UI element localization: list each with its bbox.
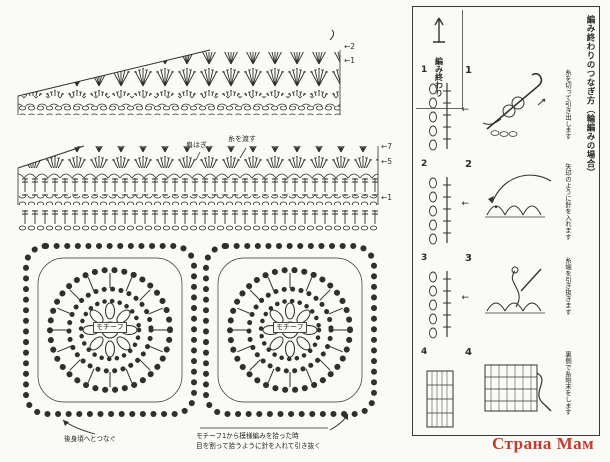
- shoulder-seam-note: 肩はぎ: [186, 141, 207, 149]
- step-caption: 裏側で糸始末をします: [564, 351, 572, 415]
- panel-title: 編み終わりのつなぎ方（輪編みの場合）: [585, 15, 595, 177]
- finish-stitch-icon: [433, 17, 445, 43]
- thread-pull-illustration: [479, 261, 559, 327]
- crochet-charts-graphic: [17, 29, 379, 435]
- arrow-left-icon: ←: [461, 105, 469, 115]
- arrow-left-icon: ←: [381, 157, 388, 166]
- stitch-legend: 編み終わり: [416, 10, 463, 109]
- step-number: 1: [421, 65, 428, 75]
- legend-label: 編み終わり: [434, 57, 444, 97]
- mini-chart-step4: 4: [419, 347, 461, 441]
- swatch-diagram: [423, 359, 457, 439]
- step-number: 3: [421, 253, 428, 263]
- arrow-left-icon: ←: [344, 42, 351, 51]
- pickup-note-line1: モチーフ1から模様編みを拾った時: [196, 432, 299, 440]
- row-number: 2: [350, 42, 356, 51]
- mini-chart-step1: 1 ←: [419, 65, 469, 159]
- instruction-panel: 編み終わり 編み終わりのつなぎ方（輪編みの場合） 1 ← 2 ← 3 ← 4 1…: [412, 6, 600, 436]
- step-caption: 糸を切って引き出します: [564, 69, 572, 140]
- step-caption: 糸端を引き抜きます: [564, 257, 572, 315]
- needle-insert-illustration: [479, 167, 559, 233]
- pickup-note-line2: 目を割って拾うように針を入れて引き抜く: [196, 442, 321, 450]
- step-number: 3: [465, 253, 472, 264]
- motif-label-left: モチーフ: [93, 322, 127, 334]
- weave-end-illustration: [479, 355, 559, 421]
- row-number: 5: [387, 157, 393, 166]
- step-number: 1: [465, 65, 472, 76]
- arrow-left-icon: ←: [461, 199, 469, 209]
- step-number: 4: [465, 347, 472, 358]
- top-edging-chart: [17, 29, 341, 115]
- site-watermark: Страна Мам: [492, 434, 595, 453]
- step-number: 2: [465, 159, 472, 170]
- arrow-left-icon: ←: [344, 56, 351, 65]
- row-number-group: ←2: [344, 42, 355, 51]
- row-number-group: ←7: [381, 142, 392, 151]
- stitch-column-diagram: [423, 265, 457, 345]
- tutorial-step-1: 1 糸を切って引き出します: [465, 65, 575, 157]
- annotation-leaders: [62, 413, 349, 435]
- join-back-note: 後身頃へとつなぐ: [64, 435, 117, 443]
- mini-chart-step3: 3 ←: [419, 253, 469, 347]
- step-caption: 矢印のように針を入れます: [564, 163, 572, 240]
- joining-row: [18, 208, 378, 232]
- row-number-group: ←1: [381, 193, 392, 202]
- row-number-group: ←5: [381, 157, 392, 166]
- mini-chart-step2: 2 ←: [419, 159, 469, 253]
- row-number-group: ←1: [344, 56, 355, 65]
- motif-label-right: モチーフ: [273, 322, 307, 334]
- step-number: 2: [421, 159, 428, 169]
- arrow-left-icon: ←: [461, 293, 469, 303]
- carry-yarn-note: 糸を渡す: [228, 135, 256, 143]
- tutorial-step-2: 2 矢印のように針を入れます: [465, 159, 575, 251]
- hook-pull-illustration: [479, 73, 559, 139]
- stitch-column-diagram: [423, 171, 457, 251]
- arrow-left-icon: ←: [381, 193, 388, 202]
- stitch-column-diagram: [423, 77, 457, 157]
- row-number: 7: [387, 142, 393, 151]
- tutorial-step-3: 3 糸端を引き抜きます: [465, 253, 575, 345]
- row-number: 1: [350, 56, 356, 65]
- row-number: 1: [387, 193, 393, 202]
- tutorial-step-4: 4 裏側で糸始末をします: [465, 347, 575, 439]
- step-number: 4: [421, 347, 428, 357]
- middle-edging-chart: [17, 144, 379, 205]
- arrow-left-icon: ←: [381, 142, 388, 151]
